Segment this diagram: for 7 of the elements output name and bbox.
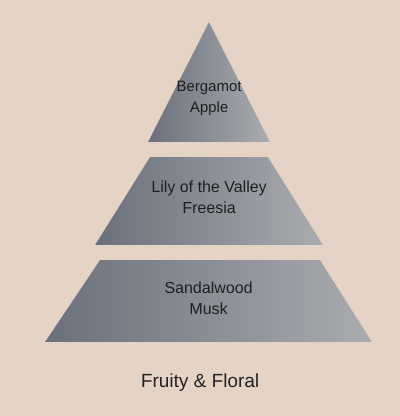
note-text: Musk — [189, 300, 228, 320]
note-text: Apple — [190, 98, 228, 118]
note-text: Sandalwood — [164, 279, 253, 299]
note-text: Lily of the Valley — [151, 178, 267, 198]
note-text: Freesia — [182, 199, 236, 219]
note-text: Bergamot — [176, 77, 242, 97]
caption: Fruity & Floral — [140, 370, 260, 394]
